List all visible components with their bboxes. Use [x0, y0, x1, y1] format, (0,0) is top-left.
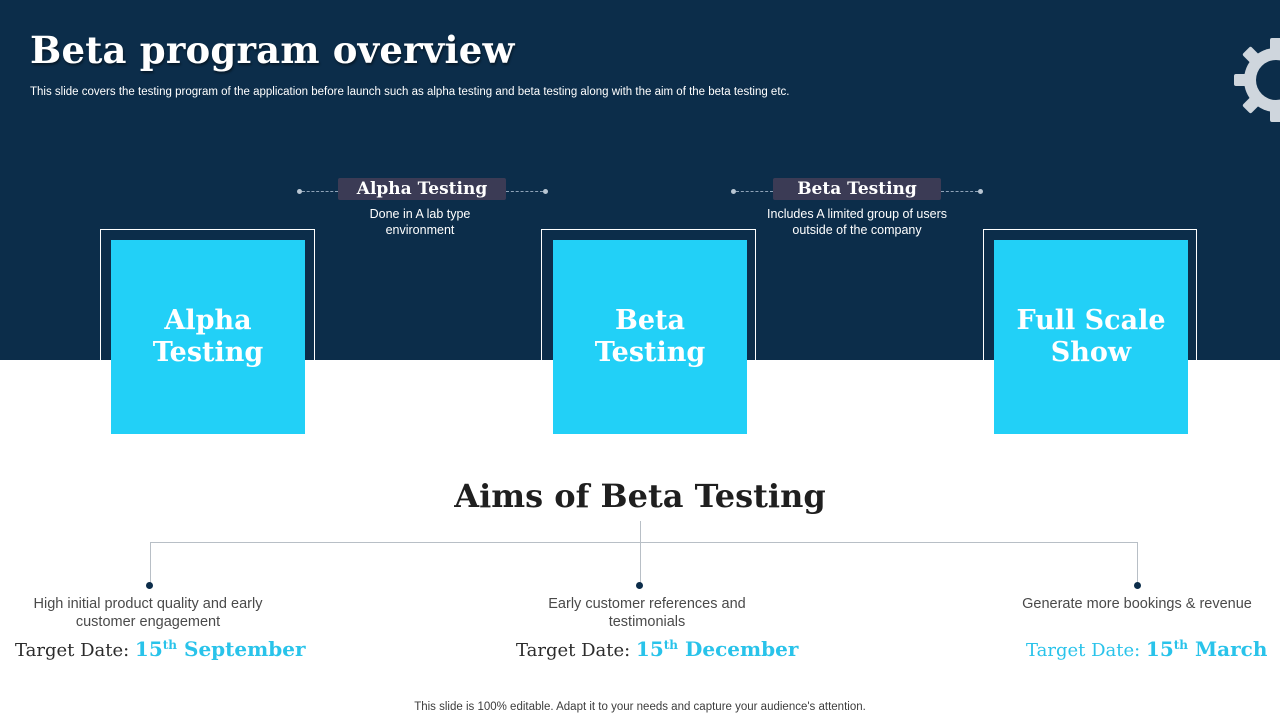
stage-description-beta: Includes A limited group of users outsid… — [767, 207, 947, 237]
target-date: Target Date: 15th March — [1026, 637, 1267, 661]
stage-description-alpha: Done in A lab type environment — [369, 207, 471, 237]
connector-line — [302, 191, 338, 192]
slide-title: Beta program overview — [30, 28, 515, 72]
aim-description: High initial product quality and early c… — [33, 596, 263, 630]
connector-line — [150, 542, 1138, 543]
aim-dot — [1134, 582, 1141, 589]
phase-box-label: Full Scale Show — [1016, 305, 1166, 368]
connector-line — [150, 542, 151, 583]
phase-box-alpha: Alpha Testing — [111, 240, 305, 434]
target-date-label: Target Date: — [516, 640, 631, 661]
connector-dot — [297, 189, 302, 194]
target-date-value: 15th December — [635, 637, 799, 661]
aim-dot — [636, 582, 643, 589]
phase-box-beta: Beta Testing — [553, 240, 747, 434]
phase-box-full-scale: Full Scale Show — [994, 240, 1188, 434]
stage-label-beta: Beta Testing — [773, 178, 941, 200]
target-date-label: Target Date: — [1026, 640, 1141, 661]
phase-box-label: Alpha Testing — [152, 305, 264, 368]
connector-line — [506, 191, 543, 192]
phase-box-label: Beta Testing — [594, 305, 706, 368]
target-date: Target Date: 15th September — [15, 637, 306, 661]
aim-description: Generate more bookings & revenue — [1022, 596, 1252, 612]
footer-note: This slide is 100% editable. Adapt it to… — [414, 701, 866, 713]
connector-line — [640, 521, 641, 583]
connector-dot — [543, 189, 548, 194]
connector-line — [1137, 542, 1138, 583]
connector-dot — [731, 189, 736, 194]
aim-dot — [146, 582, 153, 589]
box-outline — [100, 229, 315, 444]
connector-line — [941, 191, 978, 192]
slide-subtitle: This slide covers the testing program of… — [30, 86, 790, 98]
connector-dot — [978, 189, 983, 194]
target-date-value: 15th March — [1145, 637, 1268, 661]
target-date-value: 15th September — [134, 637, 306, 661]
target-date: Target Date: 15th December — [516, 637, 798, 661]
box-outline — [983, 229, 1197, 444]
gear-icon — [1234, 38, 1280, 122]
box-outline — [541, 229, 756, 444]
aim-description: Early customer references and testimonia… — [548, 596, 746, 630]
connector-line — [736, 191, 773, 192]
target-date-label: Target Date: — [15, 640, 130, 661]
stage-label-alpha: Alpha Testing — [338, 178, 506, 200]
aims-title: Aims of Beta Testing — [454, 477, 826, 515]
